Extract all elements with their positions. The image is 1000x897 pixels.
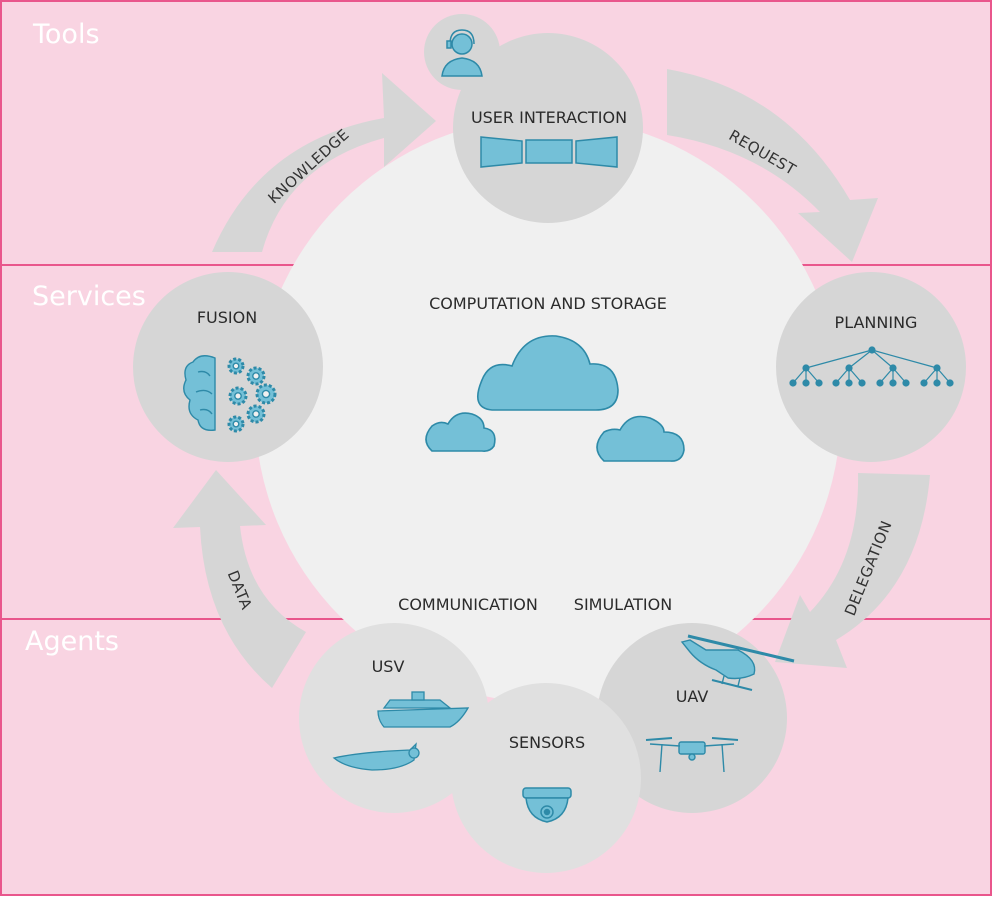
band-label-agents: Agents (25, 626, 119, 657)
communication-label: COMMUNICATION (398, 595, 538, 614)
request-arrow (667, 69, 878, 262)
cloud-icon (425, 335, 685, 462)
user-interaction-node (453, 33, 643, 223)
dome-camera-icon (522, 787, 572, 823)
sensors-label: SENSORS (509, 733, 585, 752)
monitor-screens-icon (480, 136, 618, 168)
usv-label: USV (372, 657, 405, 676)
hierarchy-tree-icon (789, 346, 954, 387)
sensors-node (451, 683, 641, 873)
planning-node (776, 272, 966, 462)
planning-label: PLANNING (835, 313, 918, 332)
cycle-arrows (173, 69, 930, 688)
uav-label: UAV (676, 687, 709, 706)
data-arrow (173, 470, 306, 688)
operator-headset-icon (441, 29, 483, 77)
band-label-tools: Tools (32, 19, 100, 50)
helicopter-icon (680, 634, 795, 691)
brain-gears-icon (183, 355, 277, 433)
user-interaction-label: USER INTERACTION (471, 108, 627, 127)
delegation-arrow (775, 473, 930, 668)
quadcopter-drone-icon (645, 737, 739, 773)
knowledge-arrow (212, 73, 436, 252)
simulation-label: SIMULATION (574, 595, 672, 614)
computation-storage-label: COMPUTATION AND STORAGE (429, 294, 667, 313)
fusion-label: FUSION (197, 308, 257, 327)
band-label-services: Services (32, 281, 146, 312)
boat-icon (332, 691, 470, 771)
